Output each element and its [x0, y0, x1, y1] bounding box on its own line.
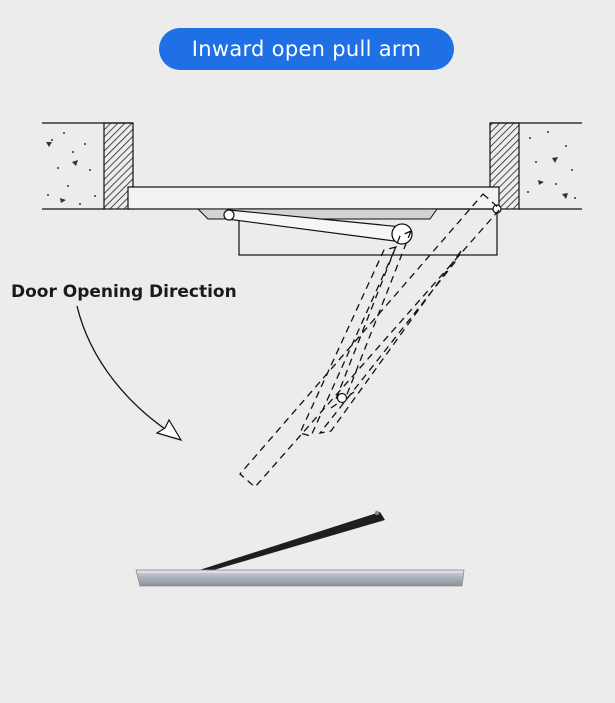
direction-arrow	[76, 305, 183, 442]
title-text: Inward open pull arm	[191, 37, 422, 61]
door-opening-direction-label: Door Opening Direction	[11, 282, 237, 302]
door-frame	[127, 186, 500, 210]
door-open-outline	[239, 193, 501, 488]
open-arm-pivot	[336, 392, 348, 404]
right-wall	[489, 122, 582, 210]
product-arm	[190, 512, 385, 574]
title-badge: Inward open pull arm	[159, 28, 454, 70]
pull-arm-closed	[223, 209, 413, 245]
pull-arm-open-outline	[299, 229, 462, 437]
left-wall	[42, 122, 134, 210]
right-wall-texture	[527, 131, 576, 199]
arm-roller	[391, 223, 413, 245]
product-pull-arm	[135, 510, 465, 587]
product-arm-hole	[374, 510, 380, 516]
arm-pivot	[223, 209, 235, 221]
product-track	[135, 569, 465, 587]
right-wall-hatch	[489, 122, 520, 210]
left-wall-texture	[46, 132, 96, 205]
